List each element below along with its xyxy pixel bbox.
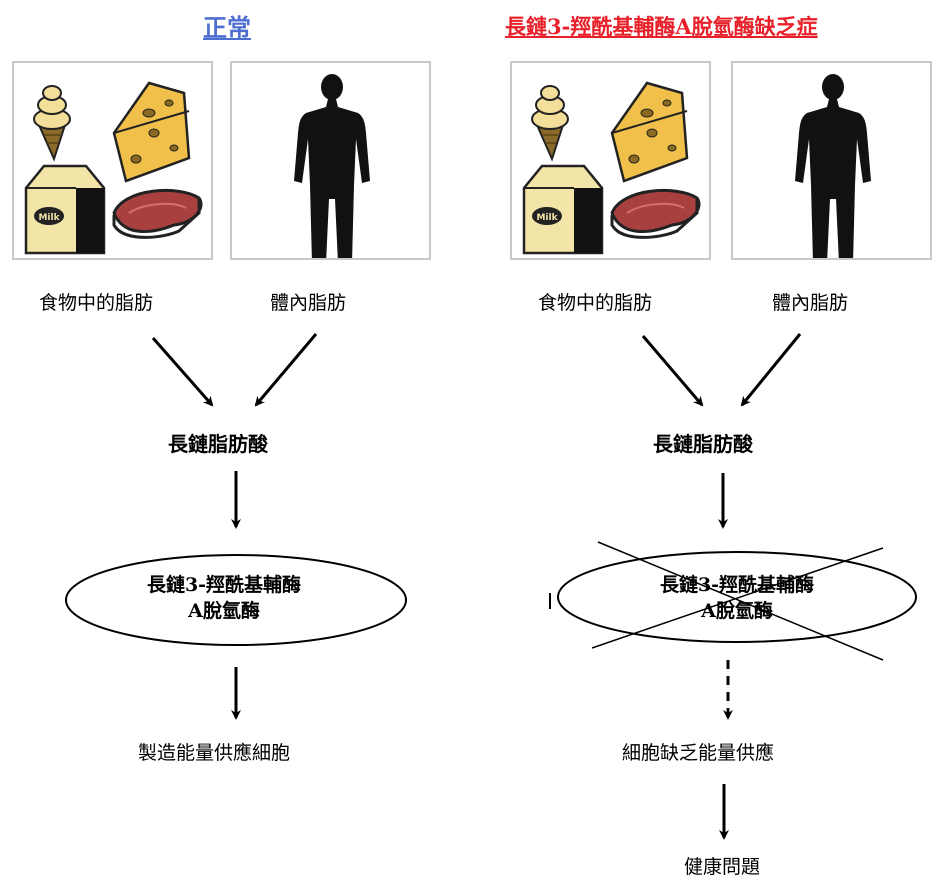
arrow-body-to-acid [740, 333, 802, 407]
enzyme-label: 長鏈3-羥酰基輔酶 A脫氫酶 [114, 572, 334, 624]
enzyme-cross-out-mark [591, 541, 884, 661]
body-panel-normal [230, 61, 431, 260]
energy-result-label: 製造能量供應細胞 [138, 742, 291, 764]
food-fat-label: 食物中的脂肪 [39, 292, 154, 314]
svg-text:Milk: Milk [536, 213, 558, 223]
enzyme-label-line2: A脫氫酶 [701, 600, 773, 622]
stray-mark [549, 593, 551, 609]
long-chain-fatty-acid-label: 長鏈脂肪酸 [653, 432, 753, 456]
food-panel-normal: Milk [12, 61, 213, 260]
food-fat-label: 食物中的脂肪 [538, 292, 653, 314]
arrow-food-to-acid [151, 337, 214, 407]
arrow-body-to-acid [254, 333, 318, 407]
energy-deficiency-label: 細胞缺乏能量供應 [622, 742, 775, 764]
enzyme-label: 長鏈3-羥酰基輔酶 A脫氫酶 [627, 572, 847, 624]
body-panel-lchad [731, 61, 932, 260]
enzyme-ellipse [65, 554, 407, 646]
health-problems-label: 健康問題 [684, 856, 761, 878]
enzyme-ellipse-deficient [557, 551, 917, 643]
enzyme-label-line1: 長鏈3-羥酰基輔酶 [659, 574, 815, 596]
food-fats-icon: Milk [24, 81, 203, 255]
svg-text:Milk: Milk [38, 213, 60, 223]
enzyme-label-line1: 長鏈3-羥酰基輔酶 [146, 574, 302, 596]
lchad-title: 長鏈3-羥酰基輔酶A脫氫酶缺乏症 [505, 14, 818, 39]
body-fat-label: 體內脂肪 [772, 292, 849, 314]
body-fat-label: 體內脂肪 [270, 292, 347, 314]
food-panel-lchad: Milk [510, 61, 711, 260]
food-fats-icon: Milk [522, 81, 701, 255]
enzyme-label-line2: A脫氫酶 [188, 600, 260, 622]
arrow-food-to-acid [641, 335, 704, 407]
normal-title: 正常 [203, 13, 251, 42]
long-chain-fatty-acid-label: 長鏈脂肪酸 [168, 432, 268, 456]
